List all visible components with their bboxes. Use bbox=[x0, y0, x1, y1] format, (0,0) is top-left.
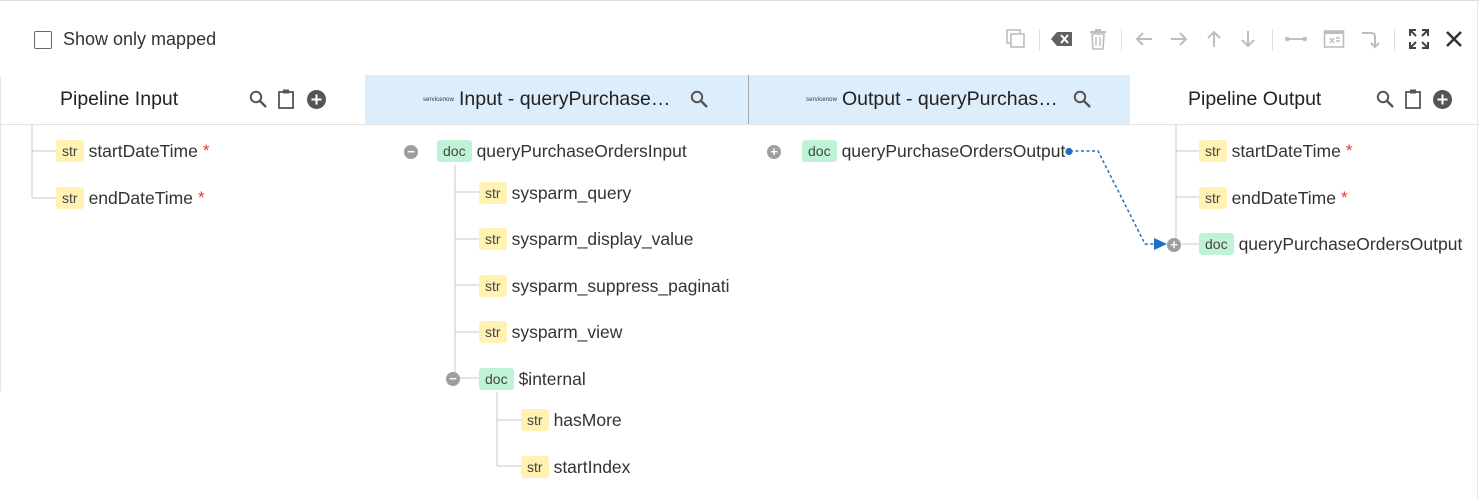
str-badge: str bbox=[56, 140, 84, 162]
show-only-mapped-checkbox[interactable] bbox=[34, 30, 52, 49]
doc-badge: doc bbox=[1199, 233, 1234, 255]
transformer-icon[interactable] bbox=[1322, 27, 1346, 51]
tree-node[interactable]: str sysparm_display_value bbox=[479, 227, 693, 251]
required-marker: * bbox=[197, 188, 205, 207]
node-label: sysparm_query bbox=[511, 182, 632, 203]
node-label: startDateTime bbox=[88, 140, 198, 161]
node-label: queryPurchaseOrdersOutput bbox=[841, 140, 1066, 161]
map-link-icon[interactable] bbox=[1284, 27, 1308, 51]
search-icon[interactable] bbox=[247, 88, 269, 110]
expand-toggle[interactable]: + bbox=[767, 145, 781, 159]
str-badge: str bbox=[56, 187, 84, 209]
node-label: queryPurchaseOrdersInput bbox=[476, 140, 687, 161]
node-label: endDateTime bbox=[1231, 187, 1336, 208]
clear-icon[interactable] bbox=[1050, 27, 1074, 51]
add-icon[interactable] bbox=[1431, 88, 1453, 110]
tree-node[interactable]: str sysparm_suppress_paginati bbox=[479, 274, 729, 298]
str-badge: str bbox=[521, 409, 549, 431]
tree-node[interactable]: str endDateTime * bbox=[1199, 186, 1348, 210]
str-badge: str bbox=[479, 182, 507, 204]
arrow-right-icon[interactable] bbox=[1167, 27, 1191, 51]
mapping-line-arrow bbox=[1154, 238, 1167, 250]
tree-node[interactable]: str sysparm_query bbox=[479, 181, 631, 205]
tree-node[interactable]: str sysparm_view bbox=[479, 320, 622, 344]
node-label: queryPurchaseOrdersOutput bbox=[1238, 233, 1463, 254]
node-label: startDateTime bbox=[1231, 140, 1341, 161]
tree-node[interactable]: doc queryPurchaseOrdersInput bbox=[437, 139, 687, 163]
tree-node[interactable]: str startDateTime * bbox=[56, 139, 209, 163]
doc-badge: doc bbox=[479, 368, 514, 390]
tree-node[interactable]: str startIndex bbox=[521, 455, 630, 479]
servicenow-logo: servicenow bbox=[806, 96, 838, 103]
mapping-toolbar: Show only mapped bbox=[0, 1, 1479, 75]
delete-icon[interactable] bbox=[1086, 27, 1110, 51]
servicenow-logo: servicenow bbox=[423, 96, 455, 103]
tree-node[interactable]: str hasMore bbox=[521, 408, 622, 432]
str-badge: str bbox=[1199, 187, 1227, 209]
tree-node[interactable]: doc queryPurchaseOrdersOutput bbox=[802, 139, 1065, 163]
doc-badge: doc bbox=[437, 140, 472, 162]
node-label: sysparm_display_value bbox=[511, 228, 694, 249]
show-only-mapped-toggle[interactable]: Show only mapped bbox=[34, 29, 216, 50]
collapse-toggle[interactable]: − bbox=[446, 372, 460, 386]
service-output-header: servicenow Output - queryPurchaseOrdersO… bbox=[748, 75, 1130, 124]
tree-node[interactable]: doc queryPurchaseOrdersOutput bbox=[1199, 232, 1462, 256]
node-label: endDateTime bbox=[88, 187, 193, 208]
search-icon[interactable] bbox=[1374, 88, 1396, 110]
arrow-up-icon[interactable] bbox=[1202, 27, 1226, 51]
str-badge: str bbox=[479, 228, 507, 250]
str-badge: str bbox=[479, 321, 507, 343]
required-marker: * bbox=[1345, 141, 1353, 160]
arrow-down-icon[interactable] bbox=[1236, 27, 1260, 51]
column-headers: Pipeline Input servicenow Input - queryP… bbox=[0, 75, 1479, 125]
node-label: sysparm_view bbox=[511, 321, 623, 342]
add-icon[interactable] bbox=[305, 88, 327, 110]
str-badge: str bbox=[521, 456, 549, 478]
mapping-line-start-dot bbox=[1065, 147, 1073, 156]
doc-badge: doc bbox=[802, 140, 837, 162]
clipboard-icon[interactable] bbox=[275, 88, 297, 110]
node-label: sysparm_suppress_paginati bbox=[511, 275, 729, 296]
str-badge: str bbox=[479, 275, 507, 297]
clipboard-icon[interactable] bbox=[1402, 88, 1424, 110]
arrow-left-icon[interactable] bbox=[1132, 27, 1156, 51]
close-icon[interactable] bbox=[1442, 27, 1466, 51]
search-icon[interactable] bbox=[1071, 88, 1093, 110]
mapping-line bbox=[1070, 150, 1158, 245]
str-badge: str bbox=[1199, 140, 1227, 162]
required-marker: * bbox=[202, 141, 210, 160]
tree-node[interactable]: doc $internal bbox=[479, 367, 586, 391]
required-marker: * bbox=[1340, 188, 1348, 207]
copy-icon[interactable] bbox=[1004, 27, 1028, 51]
show-only-mapped-label: Show only mapped bbox=[63, 29, 217, 49]
node-label: startIndex bbox=[553, 456, 631, 477]
expand-toggle[interactable]: + bbox=[1167, 238, 1181, 252]
service-input-header: servicenow Input - queryPurchaseOrdersIn… bbox=[365, 75, 748, 124]
indent-icon[interactable] bbox=[1358, 27, 1382, 51]
tree-node[interactable]: str endDateTime * bbox=[56, 186, 205, 210]
pipeline-input-header: Pipeline Input bbox=[0, 75, 365, 124]
collapse-toggle[interactable]: − bbox=[404, 145, 418, 159]
search-icon[interactable] bbox=[688, 88, 710, 110]
node-label: hasMore bbox=[553, 409, 622, 430]
tree-node[interactable]: str startDateTime * bbox=[1199, 139, 1352, 163]
node-label: $internal bbox=[518, 368, 586, 389]
pipeline-output-header: Pipeline Output bbox=[1130, 75, 1477, 124]
fullscreen-icon[interactable] bbox=[1407, 27, 1431, 51]
